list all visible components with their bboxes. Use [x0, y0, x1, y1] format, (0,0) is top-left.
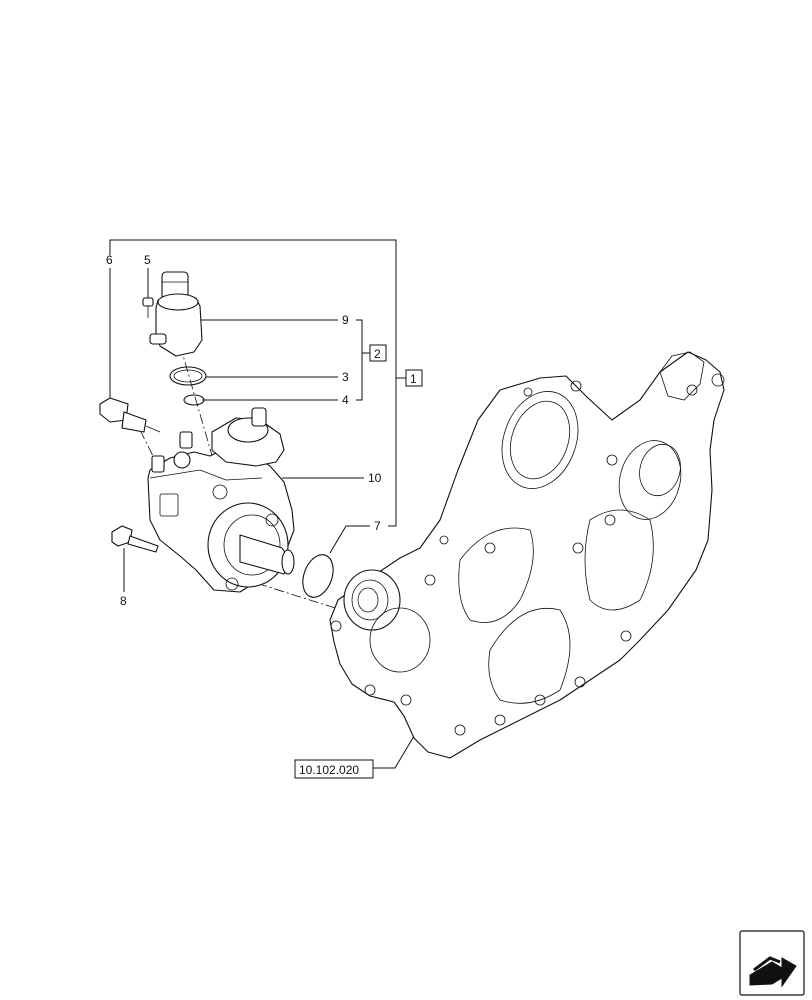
cross-reference[interactable]: 10.102.020 — [294, 759, 374, 779]
callout-2: 2 — [374, 347, 381, 361]
reference-box[interactable] — [294, 759, 374, 779]
callout-6: 6 — [106, 253, 113, 267]
bolt-8 — [111, 525, 159, 553]
callout-3: 3 — [342, 370, 349, 384]
callout-4: 4 — [342, 393, 349, 407]
callout-10: 10 — [368, 471, 382, 485]
o-ring-7 — [302, 554, 334, 598]
callout-7: 7 — [374, 519, 381, 533]
leader-lines — [109, 239, 415, 769]
callout-1-box — [405, 369, 423, 387]
o-rings — [169, 366, 207, 406]
callout-5: 5 — [144, 253, 151, 267]
fuel-pump — [147, 407, 295, 593]
pressure-regulator — [149, 271, 203, 357]
callout-1: 1 — [410, 372, 417, 386]
sensor-6 — [99, 397, 161, 433]
callout-8: 8 — [120, 594, 127, 608]
callout-9: 9 — [342, 313, 349, 327]
reference-label: 10.102.020 — [299, 763, 359, 777]
timing-cover — [329, 351, 725, 759]
callout-labels: 6 5 9 3 4 10 7 8 2 1 — [106, 253, 423, 608]
screw-5 — [142, 297, 154, 318]
callout-2-box — [369, 344, 387, 362]
next-page-arrow-icon[interactable] — [739, 930, 805, 996]
